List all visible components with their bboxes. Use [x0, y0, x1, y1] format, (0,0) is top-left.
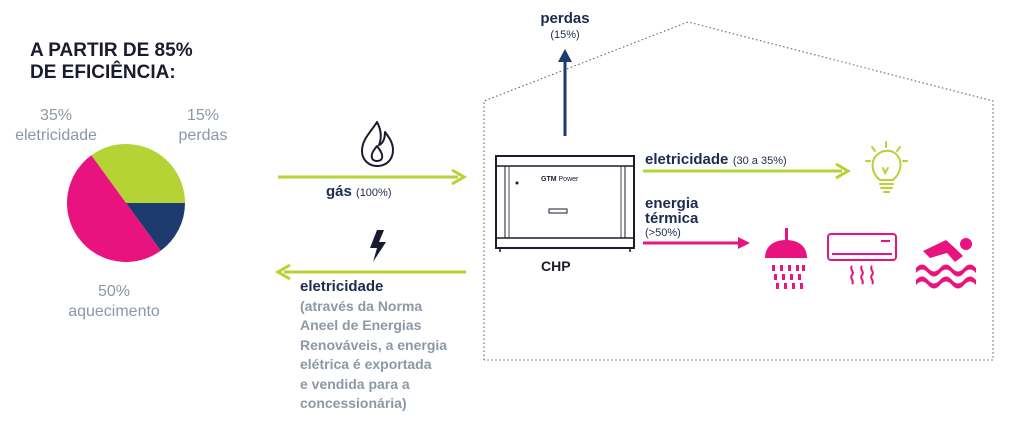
pie-label-perdas-pct: 15%	[186, 107, 220, 124]
title-line-1: A PARTIR DE 85%	[30, 40, 193, 61]
title-line-2: DE EFICIÊNCIA:	[30, 62, 176, 83]
pie-label-perdas-name: perdas	[178, 127, 228, 144]
grid-electricity-label: eletricidade	[300, 278, 384, 295]
pie-label-perdas: 15% perdas	[168, 106, 238, 146]
perdas-label: perdas	[540, 10, 590, 27]
grid-line-6: concessionária)	[300, 395, 407, 411]
pie-label-eletricidade-pct: 35%	[39, 107, 73, 124]
chp-brand: GTM Power	[541, 176, 578, 183]
shower-icon	[765, 228, 807, 289]
pie-slice-eletricidade	[91, 144, 185, 203]
chp-label: CHP	[541, 258, 571, 274]
grid-electricity-block: eletricidade (através da Norma Aneel de …	[300, 277, 447, 414]
thermal-line-1: energia	[645, 195, 699, 212]
electricity-out-label: eletricidade (30 a 35%)	[645, 151, 787, 169]
electricity-out-pct: (30 a 35%)	[732, 155, 787, 167]
thermal-arrow	[643, 237, 750, 249]
thermal-line-2: térmica	[645, 210, 699, 227]
pie-label-aquecimento-name: aquecimento	[68, 303, 160, 320]
gas-label: gás (100%)	[326, 183, 392, 200]
gas-label-text: gás	[326, 183, 352, 200]
chp-unit	[495, 155, 635, 252]
grid-line-3: Renováveis, a energia	[300, 336, 448, 353]
house-outline	[483, 21, 994, 361]
electricity-out-arrow	[643, 162, 851, 180]
grid-line-5: e vendida para a	[300, 375, 410, 392]
grid-line-1: (através da Norma	[300, 297, 423, 314]
grid-electricity-arrow	[275, 263, 466, 281]
chp-brand-name: GTM	[541, 176, 557, 183]
pie-chart	[66, 144, 185, 263]
pie-slice-aquecimento	[66, 155, 161, 263]
swimmer-icon	[916, 238, 976, 289]
pie-label-eletricidade-name: eletricidade	[15, 127, 97, 144]
gas-arrow	[278, 168, 467, 186]
pie-label-eletricidade: 35% eletricidade	[4, 106, 108, 146]
lightning-icon	[370, 230, 386, 262]
gas-label-pct: (100%)	[356, 187, 392, 199]
lightbulb-icon	[865, 141, 908, 193]
perdas-pct: (15%)	[550, 29, 580, 41]
pie-label-aquecimento: 50% aquecimento	[52, 282, 176, 322]
perdas-arrow	[558, 49, 572, 136]
pie-label-aquecimento-pct: 50%	[97, 283, 131, 300]
air-conditioner-icon	[827, 233, 897, 285]
grid-line-2: Aneel de Energias	[300, 317, 422, 333]
title: A PARTIR DE 85% DE EFICIÊNCIA:	[30, 40, 193, 84]
grid-line-4: elétrica é exportada	[300, 356, 432, 372]
thermal-pct: (>50%)	[645, 227, 681, 239]
flame-icon	[361, 121, 394, 167]
thermal-label: energia térmica (>50%)	[645, 196, 698, 240]
electricity-out-text: eletricidade	[645, 151, 729, 168]
pie-slice-perdas	[126, 203, 185, 251]
chp-brand-name-2: Power	[558, 176, 579, 183]
